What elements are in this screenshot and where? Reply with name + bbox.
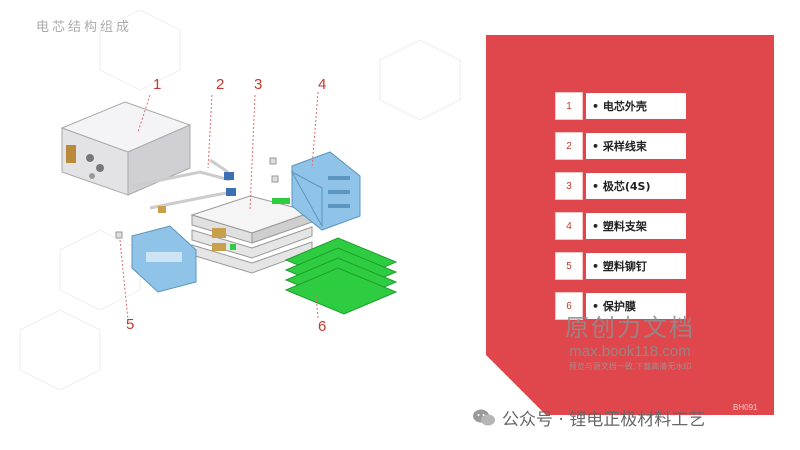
plastic-bracket-left — [115, 225, 197, 293]
legend-item-4: 4 • 塑料支架 — [556, 213, 686, 239]
legend-item-5: 5 • 塑料铆钉 — [556, 253, 686, 279]
callout-1: 1 — [153, 76, 162, 93]
watermark-subtitle: 预览与源文档一致,下载高清无水印 — [568, 362, 692, 371]
watermark-url: max.book118.com — [569, 343, 691, 360]
legend-label: • 采样线束 — [586, 133, 686, 159]
protective-film — [284, 237, 398, 315]
legend-number: 2 — [556, 133, 582, 159]
legend-number: 3 — [556, 173, 582, 199]
top-banner: 电芯结构组成 — [36, 20, 133, 34]
watermark: 原创力文档 max.book118.com 预览与源文档一致,下载高清无水印 — [545, 308, 715, 372]
sampling-harness — [131, 158, 236, 213]
legend-label: • 电芯外壳 — [586, 93, 686, 119]
callout-5: 5 — [126, 316, 135, 333]
callout-2: 2 — [216, 76, 225, 93]
callout-4: 4 — [318, 76, 327, 93]
legend-item-3: 3 • 极芯(4S) — [556, 173, 686, 199]
footer-text: 公众号 · 锂电正极材料工艺 — [502, 410, 706, 430]
battery-case — [60, 101, 192, 196]
hex-background — [19, 9, 461, 391]
footer-tag: BH091 — [733, 403, 758, 412]
legend-item-2: 2 • 采样线束 — [556, 133, 686, 159]
legend-label: • 塑料支架 — [586, 213, 686, 239]
legend-label: • 塑料铆钉 — [586, 253, 686, 279]
callout-3: 3 — [254, 76, 263, 93]
legend-label: • 极芯(4S) — [586, 173, 686, 199]
diagram-svg — [19, 9, 461, 391]
legend-label: • 保护膜 — [586, 293, 686, 319]
wechat-icon — [473, 409, 495, 425]
legend-number: 1 — [556, 93, 582, 119]
footer-credit: 公众号 · 锂电正极材料工艺 — [472, 405, 705, 430]
legend-number: 4 — [556, 213, 582, 239]
legend-panel: 1 • 电芯外壳 2 • 采样线束 3 • 极芯(4S) 4 • 塑料支架 5 … — [486, 35, 774, 415]
panel-fold-corner — [486, 355, 546, 415]
legend-number: 5 — [556, 253, 582, 279]
legend-item-6: 6 • 保护膜 — [556, 293, 686, 319]
legend-number: 6 — [556, 293, 582, 319]
watermark-title: 原创力文档 — [565, 314, 695, 342]
exploded-diagram: 电芯结构组成 — [19, 9, 461, 391]
plastic-bracket-right — [269, 151, 361, 231]
leader-lines — [119, 91, 319, 321]
callout-6: 6 — [318, 318, 327, 335]
legend-item-1: 1 • 电芯外壳 — [556, 93, 686, 119]
